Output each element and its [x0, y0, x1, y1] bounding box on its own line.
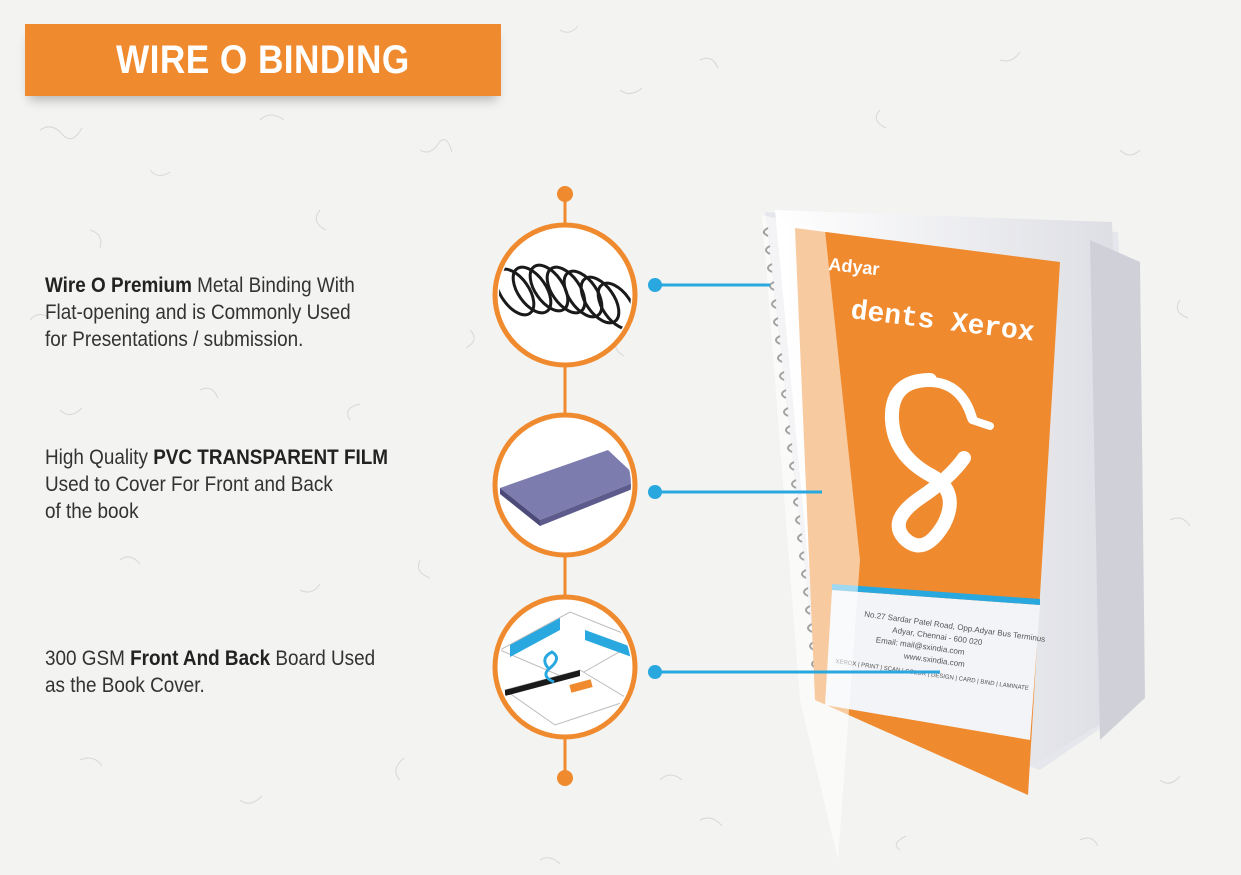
feature-pvc-prefix: High Quality [45, 446, 154, 469]
feature-wire-line2: Flat-opening and is Commonly Used [45, 301, 351, 324]
feature-wire-text: Metal Binding With [191, 274, 355, 297]
pvc-film-overlay [762, 215, 860, 860]
feature-wire-line3: for Presentations / submission. [45, 328, 304, 351]
feature-pvc-line3: of the book [45, 500, 139, 523]
connector-wire-dot [648, 278, 662, 292]
feature-circle-pvc [492, 412, 638, 558]
timeline-top-dot [557, 186, 573, 202]
feature-board-line2: as the Book Cover. [45, 674, 205, 697]
feature-pvc-bold: PVC TRANSPARENT FILM [153, 446, 389, 469]
feature-board-prefix: 300 GSM [45, 647, 131, 670]
timeline-bottom-dot [557, 770, 573, 786]
connector-board-dot [648, 665, 662, 679]
book-illustration: No.27 Sardar Patel Road, Opp.Adyar Bus T… [762, 210, 1145, 860]
feature-wire-description: Wire O Premium Metal Binding With Flat-o… [45, 272, 355, 353]
feature-board-bold: Front And Back [130, 647, 271, 670]
page-title: WIRE O BINDING [116, 37, 410, 82]
book-info-band [825, 590, 1040, 740]
feature-board-description: 300 GSM Front And Back Board Used as the… [45, 645, 375, 699]
feature-pvc-line2: Used to Cover For Front and Back [45, 473, 333, 496]
feature-wire-bold: Wire O Premium [45, 274, 192, 297]
feature-circle-board [492, 594, 638, 740]
feature-board-text: Board Used [270, 647, 376, 670]
pvc-sheet-icon [500, 450, 631, 526]
feature-circle-wire [492, 222, 638, 368]
feature-pvc-description: High Quality PVC TRANSPARENT FILM Used t… [45, 444, 388, 525]
cover-board-icon [499, 611, 631, 726]
seahorse-logo-icon [884, 373, 994, 553]
title-banner: WIRE O BINDING [25, 24, 501, 96]
connector-pvc-dot [648, 485, 662, 499]
